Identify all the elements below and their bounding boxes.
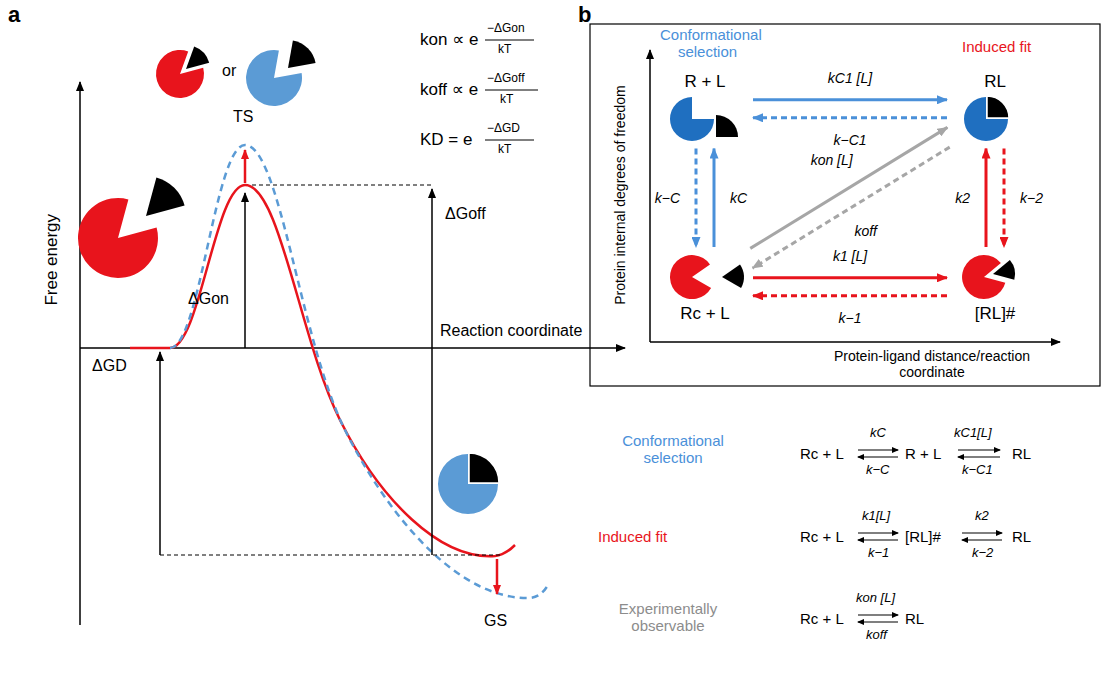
text-label: −ΔGoff [487, 72, 524, 86]
rate-constant: kon [L] [856, 591, 895, 606]
text-label: [RL]# [905, 528, 941, 545]
ligand-shape [987, 96, 1009, 118]
text-label: Conformational selection [598, 432, 748, 467]
rate-constant: k1 [L] [831, 248, 869, 264]
rate-arrow [753, 98, 947, 101]
state-node: [RL]# [950, 250, 1040, 324]
text-label: or [222, 62, 236, 80]
rate-arrow [750, 127, 947, 248]
rate-arrow [753, 116, 947, 119]
text-label: Induced fit [598, 528, 667, 545]
rate-constant: kC1 [L] [826, 70, 874, 86]
rate-constant: koff [866, 628, 887, 643]
protein-icon [950, 92, 1040, 146]
rate-arrow [713, 149, 716, 248]
ligand-shape [993, 260, 1015, 280]
protein-shape [962, 255, 1005, 299]
text-label: Protein-ligand distance/reaction coordin… [812, 348, 1052, 380]
rate-constant: k1[L] [862, 509, 890, 524]
rate-constant: k−C1 [831, 132, 868, 148]
text-label: RL [1012, 445, 1031, 462]
text-label: kT [498, 143, 511, 157]
text-label: Rc + L [800, 610, 844, 627]
text-label: −ΔGD [487, 122, 520, 136]
text-label: Experimentally observable [598, 600, 738, 635]
protein-shape [670, 97, 714, 141]
state-node: RL [950, 72, 1040, 146]
rate-constant: kC [870, 426, 886, 441]
rate-constant: k−C1 [962, 463, 993, 478]
rate-constant: k2 [975, 509, 989, 524]
panel-frame [590, 24, 1100, 386]
rate-arrow [1003, 149, 1006, 248]
text-label: kon ∝ e [420, 30, 478, 50]
rate-constant: koff [852, 223, 879, 239]
rate-constant: k−2 [972, 546, 993, 561]
text-label: Rc + L [800, 445, 844, 462]
energy-arrows [160, 189, 432, 555]
text-label: RL [1012, 528, 1031, 545]
shift-arrows [245, 150, 497, 594]
panel-letter: a [8, 2, 20, 27]
energy-guides [160, 185, 500, 555]
state-label: Rc + L [660, 304, 750, 324]
rate-arrow [985, 149, 988, 248]
protein-shape [964, 97, 1008, 141]
text-label: Protein internal degrees of freedom [612, 75, 628, 315]
text-label: kT [500, 93, 513, 107]
text-label: ΔGD [92, 357, 127, 375]
state-label: [RL]# [950, 304, 1040, 324]
text-label: RL [905, 610, 924, 627]
rate-constant: k−C [653, 190, 682, 206]
protein-shape [670, 255, 711, 299]
protein-icon [950, 250, 1040, 304]
text-label: Induced fit [962, 38, 1031, 55]
fraction-bars [485, 40, 538, 140]
rate-constant: kC [728, 190, 749, 206]
text-label: koff ∝ e [420, 80, 478, 100]
text-label: Rc + L [800, 528, 844, 545]
conformational-selection-curve [170, 145, 548, 598]
state-label: RL [950, 72, 1040, 92]
state-node: R + L [660, 72, 750, 146]
rate-arrow [753, 147, 950, 268]
text-label: TS [233, 108, 253, 126]
state-node: Rc + L [660, 250, 750, 324]
text-label: Reaction coordinate [440, 322, 582, 340]
ligand-shape [722, 264, 744, 288]
rate-constant: kC1[L] [954, 426, 992, 441]
rate-arrow [753, 294, 947, 297]
scheme-axes [650, 50, 1060, 342]
protein-icon [660, 92, 750, 146]
text-label: ΔGoff [445, 205, 486, 223]
rate-arrow [695, 149, 698, 248]
text-label: KD = e [420, 130, 472, 150]
text-label: Free energy [42, 214, 62, 306]
rate-constant: k−C [866, 463, 889, 478]
text-label: R + L [905, 445, 941, 462]
text-label: kT [498, 43, 511, 57]
protein-icon [660, 250, 750, 304]
text-label: ΔGon [188, 290, 229, 308]
rate-constant: kon [L] [809, 152, 855, 168]
energy-axes [80, 82, 625, 625]
rate-constant: k−2 [1018, 190, 1045, 206]
rate-constant: k−1 [868, 546, 889, 561]
text-label: GS [484, 612, 507, 630]
state-label: R + L [660, 72, 750, 92]
ligand-shape [716, 115, 738, 137]
rate-arrow [753, 276, 947, 279]
induced-fit-curve [130, 185, 515, 556]
text-label: Conformational selection [660, 26, 755, 61]
rate-constant: k2 [953, 190, 972, 206]
rate-constant: k−1 [837, 310, 864, 326]
protein-icons [78, 40, 499, 514]
panel-letter: b [578, 2, 591, 27]
text-label: −ΔGon [487, 22, 525, 36]
